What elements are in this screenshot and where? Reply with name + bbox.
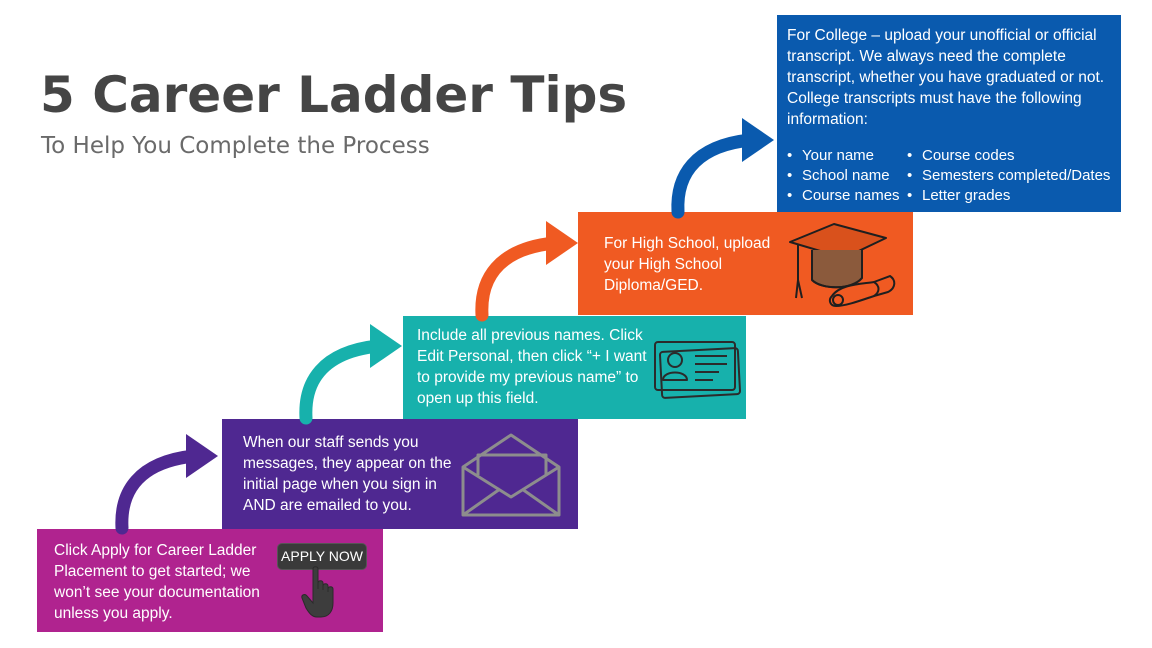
page-title: 5 Career Ladder Tips [40, 66, 628, 124]
apply-now-button: APPLY NOW [277, 543, 367, 570]
list-item: Your name [787, 146, 900, 166]
arrow-step3-to-step4 [475, 221, 578, 322]
step-1-box: Click Apply for Career Ladder Placement … [37, 529, 383, 632]
id-card-icon [654, 341, 741, 399]
list-item: Semesters completed/Dates [907, 166, 1110, 186]
list-item: Course names [787, 186, 900, 206]
arrow-step4-to-step5 [671, 118, 774, 219]
graduation-cap-diploma-icon [789, 223, 896, 307]
page-subtitle: To Help You Complete the Process [41, 133, 430, 159]
list-item: Course codes [907, 146, 1110, 166]
step-3-box: Include all previous names. Click Edit P… [403, 316, 746, 419]
hand-pointer-icon [301, 566, 334, 618]
step-2-text: When our staff sends you messages, they … [243, 434, 452, 514]
arrow-step1-to-step2 [115, 434, 218, 535]
required-info-list-right: Course codes Semesters completed/Dates L… [907, 146, 1110, 206]
step-4-text: For High School, upload your High School… [604, 235, 771, 294]
step-5-box: For College – upload your unofficial or … [777, 15, 1121, 212]
step-2-box: When our staff sends you messages, they … [222, 419, 578, 529]
list-item: Letter grades [907, 186, 1110, 206]
envelope-icon [461, 433, 561, 517]
required-info-list-left: Your name School name Course names [787, 146, 900, 206]
arrow-step2-to-step3 [299, 324, 402, 425]
step-3-text: Include all previous names. Click Edit P… [417, 327, 647, 407]
step-1-text: Click Apply for Career Ladder Placement … [54, 542, 260, 622]
list-item: School name [787, 166, 900, 186]
step-5-text: For College – upload your unofficial or … [787, 27, 1105, 128]
step-4-box: For High School, upload your High School… [578, 212, 913, 315]
